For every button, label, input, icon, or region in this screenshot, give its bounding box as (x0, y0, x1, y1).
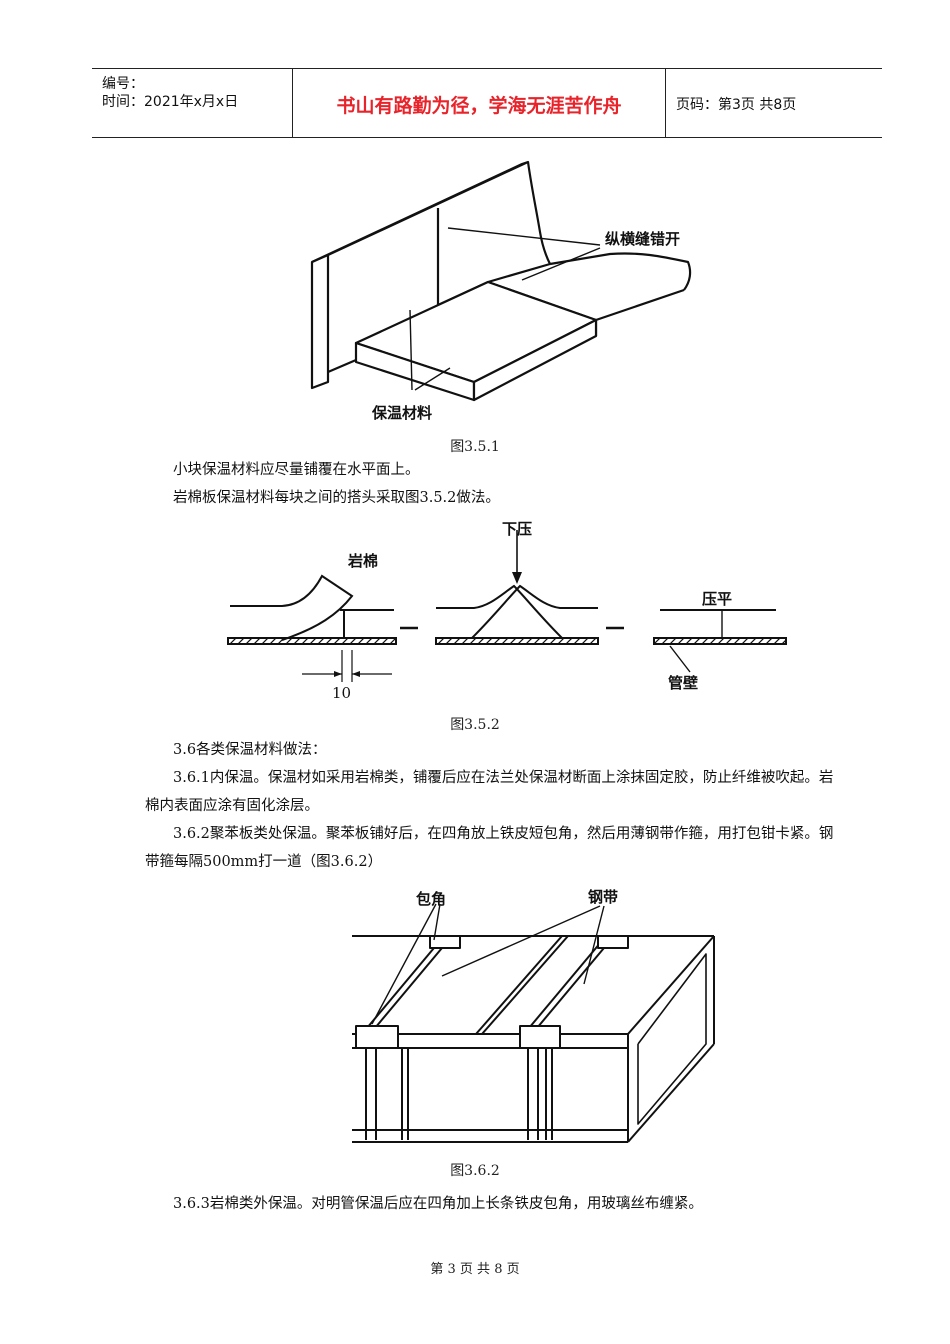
paragraph-3-6-2: 3.6.2聚苯板类处保温。聚苯板铺好后，在四角放上铁皮短包角，然后用薄钢带作箍，… (145, 826, 834, 870)
text-block-1: 小块保温材料应尽量铺覆在水平面上。 岩棉板保温材料每块之间的搭头采取图3.5.2… (145, 456, 845, 512)
rockwool-joint-drawing: 岩棉 下压 压平 管壁 10 (227, 520, 787, 702)
insulation-board-drawing: 纵横缝错开 保温材料 (310, 160, 692, 422)
paragraph-3-6-1: 3.6.1内保温。保温材如采用岩棉类，铺覆后应在法兰处保温材断面上涂抹固定胶，防… (145, 770, 834, 814)
figure-3-6-2-caption: 图3.6.2 (450, 1163, 500, 1179)
figure-3-5-2-caption: 图3.5.2 (450, 717, 500, 733)
page-header: 编号： 时间：2021年x月x日 书山有路勤为径，学海无涯苦作舟 页码：第3页 … (92, 68, 882, 138)
insulation-material-label: 保温材料 (371, 404, 432, 422)
page-footer: 第 3 页 共 8 页 (430, 1262, 520, 1277)
paragraph-rockwool-joint: 岩棉板保温材料每块之间的搭头采取图3.5.2做法。 (173, 490, 500, 506)
flatten-label: 压平 (702, 590, 732, 608)
text-block-2: 3.6各类保温材料做法： 3.6.1内保温。保温材如采用岩棉类，铺覆后应在法兰处… (145, 736, 845, 876)
document-code-label: 编号： (102, 76, 144, 92)
header-motto-cell: 书山有路勤为径，学海无涯苦作舟 (293, 69, 666, 137)
text-block-3: 3.6.3岩棉类外保温。对明管保温后应在四角加上长条铁皮包角，用玻璃丝布缠紧。 (145, 1190, 845, 1218)
pipe-wall-label: 管壁 (668, 674, 698, 692)
header-page-number: 页码：第3页 共8页 (676, 97, 797, 113)
header-page-cell: 页码：第3页 共8页 (666, 69, 882, 137)
document-time-label: 时间：2021年x月x日 (102, 94, 239, 110)
corner-clip-label: 包角 (416, 890, 446, 908)
header-info-cell: 编号： 时间：2021年x月x日 (92, 69, 293, 137)
rockwool-label: 岩棉 (347, 552, 378, 570)
dimension-label: 10 (332, 684, 351, 702)
figure-3-5-1-caption: 图3.5.1 (450, 439, 500, 455)
duct-steel-band-drawing: 包角 钢带 (352, 888, 715, 1143)
paragraph-3-6-3: 3.6.3岩棉类外保温。对明管保温后应在四角加上长条铁皮包角，用玻璃丝布缠紧。 (173, 1196, 703, 1212)
figure-3-6-2: 包角 钢带 (352, 884, 724, 1154)
press-down-label: 下压 (502, 520, 532, 538)
figure-3-5-2: 岩棉 下压 压平 管壁 10 (222, 516, 794, 706)
seam-stagger-label: 纵横缝错开 (605, 230, 680, 248)
figure-3-5-1: 纵横缝错开 保温材料 (300, 150, 720, 430)
section-heading-3-6: 3.6各类保温材料做法： (173, 742, 327, 758)
steel-band-label: 钢带 (588, 888, 618, 906)
header-motto: 书山有路勤为径，学海无涯苦作舟 (336, 95, 622, 117)
paragraph-small-block: 小块保温材料应尽量铺覆在水平面上。 (173, 462, 420, 478)
